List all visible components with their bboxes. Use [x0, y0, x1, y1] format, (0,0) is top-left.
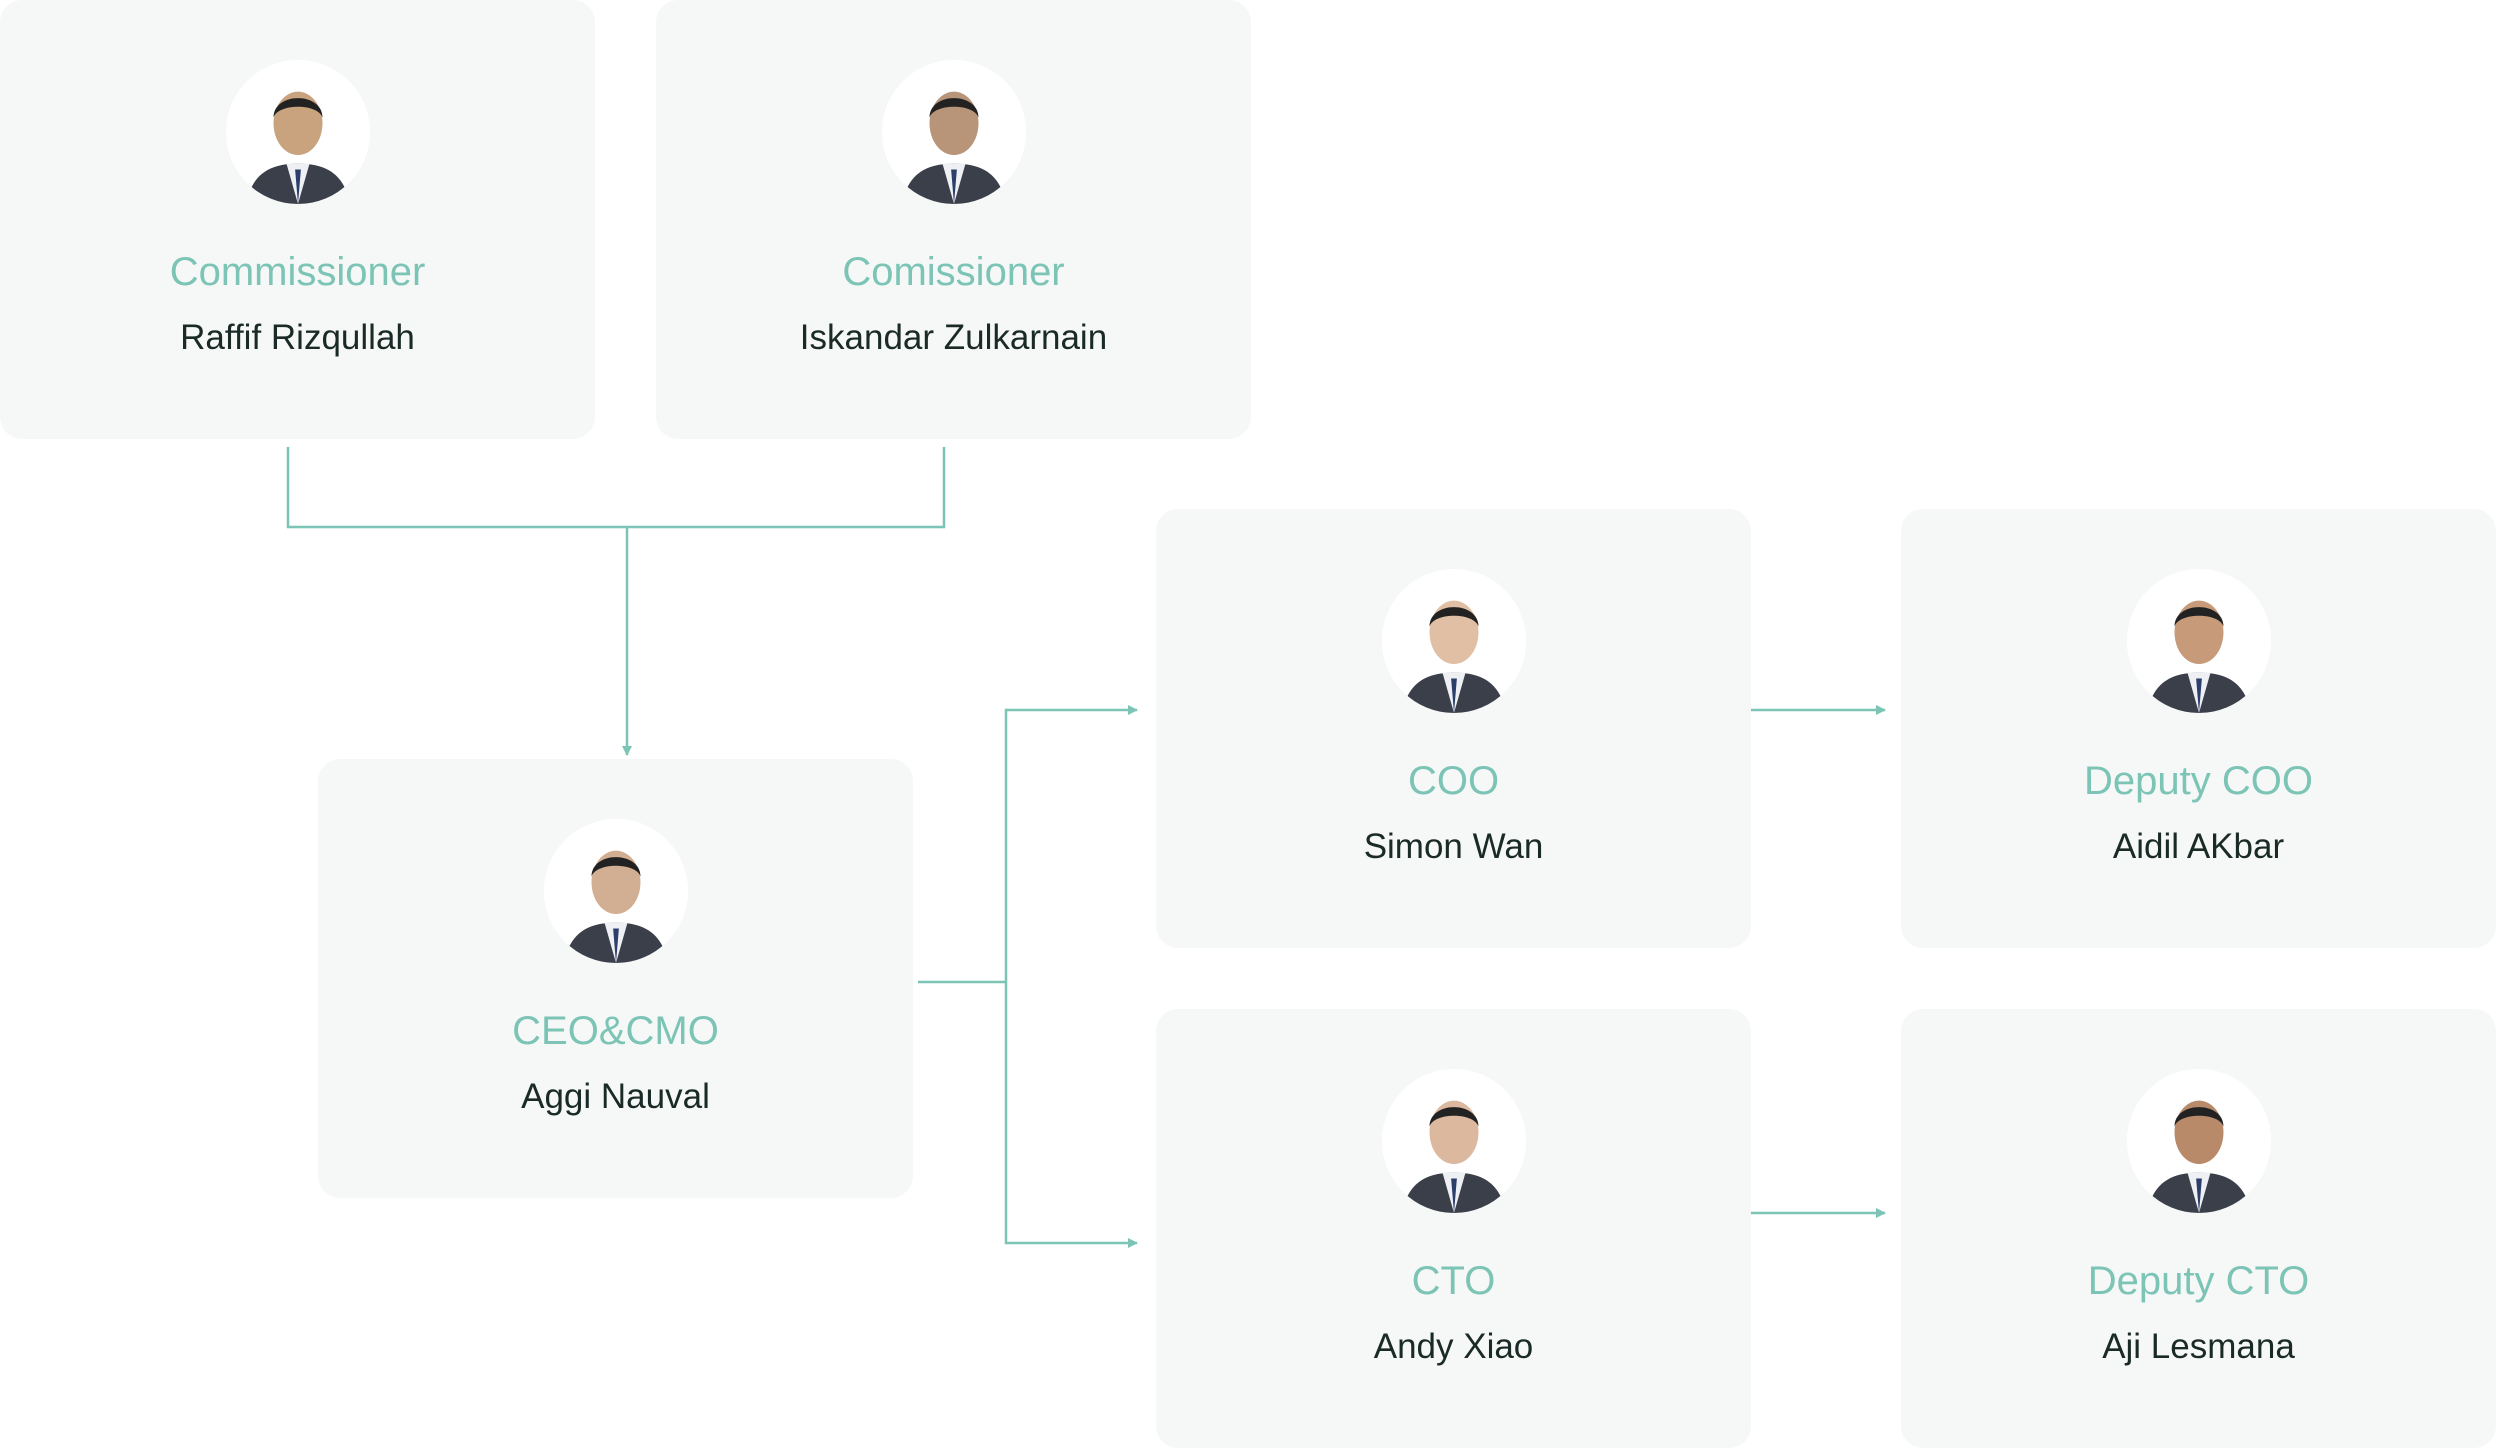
member-card-deputy-coo: Deputy COO Aidil AKbar — [1901, 509, 2496, 948]
avatar — [2126, 1069, 2271, 1213]
member-role: Deputy CTO — [2087, 1259, 2310, 1303]
member-name: Aidil AKbar — [2112, 827, 2285, 866]
connector-ceo-to-cto — [1004, 982, 1138, 1248]
member-name: Iskandar Zulkarnain — [799, 318, 1108, 357]
member-name: Aggi Nauval — [521, 1077, 710, 1116]
person-photo-icon — [543, 819, 688, 963]
person-photo-icon — [2126, 1069, 2271, 1213]
person-photo-icon — [225, 60, 370, 204]
member-name: Andy Xiao — [1373, 1327, 1534, 1366]
member-role: Deputy COO — [2084, 759, 2313, 803]
connector-commissioners — [286, 447, 946, 529]
avatar — [543, 819, 688, 963]
avatar — [1381, 1069, 1526, 1213]
member-card-coo: COO Simon Wan — [1156, 509, 1751, 948]
member-role: CEO&CMO — [512, 1009, 719, 1053]
avatar — [225, 60, 370, 204]
member-name: Simon Wan — [1363, 827, 1544, 866]
member-card-deputy-cto: Deputy CTO Aji Lesmana — [1901, 1009, 2496, 1448]
member-role: Commissioner — [169, 250, 426, 294]
member-role: Comissioner — [842, 250, 1065, 294]
person-photo-icon — [1381, 569, 1526, 713]
member-card-ceo: CEO&CMO Aggi Nauval — [318, 759, 913, 1198]
avatar — [2126, 569, 2271, 713]
person-photo-icon — [2126, 569, 2271, 713]
member-role: CTO — [1411, 1259, 1496, 1303]
member-card-cto: CTO Andy Xiao — [1156, 1009, 1751, 1448]
avatar — [1381, 569, 1526, 713]
person-photo-icon — [1381, 1069, 1526, 1213]
avatar — [881, 60, 1026, 204]
member-role: COO — [1407, 759, 1500, 803]
member-name: Raffif Rizqullah — [180, 318, 415, 357]
connector-ceo-to-coo — [1004, 705, 1138, 982]
member-name: Aji Lesmana — [2102, 1327, 2295, 1366]
person-photo-icon — [881, 60, 1026, 204]
